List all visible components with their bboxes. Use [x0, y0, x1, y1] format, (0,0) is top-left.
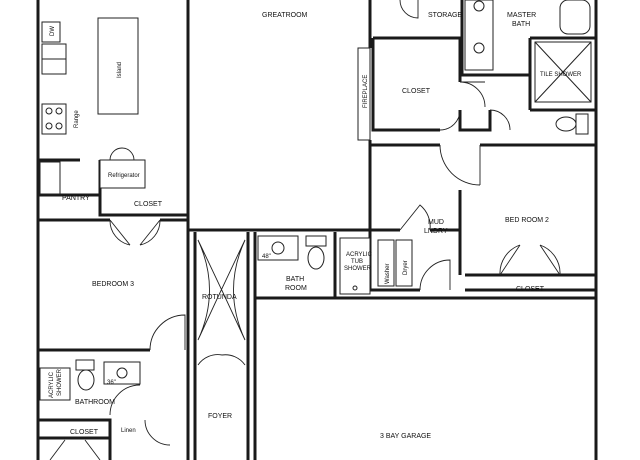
burner [45, 107, 53, 115]
label-greatroom: GREATROOM [262, 12, 308, 19]
bottom-left-walls [38, 418, 112, 460]
master-sink [473, 42, 485, 54]
burner [55, 107, 63, 115]
label-mud-line1: MUD [428, 219, 444, 226]
bath-door [439, 109, 511, 131]
bedroom2-door [439, 144, 481, 186]
label-tub-line1: ACRYLIC [346, 252, 373, 258]
label-tub-line2: TUB [351, 259, 363, 265]
label-acrylic-shower-line1: ACRYLIC [49, 371, 55, 398]
bathroom-toilet-tank [75, 359, 95, 371]
bedroom2-bottom-wall [465, 273, 596, 292]
label-range: Range [74, 110, 80, 128]
label-master-closet: CLOSET [402, 88, 431, 95]
refrigerator [99, 159, 146, 189]
bottom-closet-doors [49, 439, 101, 460]
master-toilet-tank [575, 113, 589, 135]
label-dw: DW [50, 26, 56, 36]
bedroom2-closet-doors [499, 244, 561, 276]
master-toilet [555, 116, 577, 132]
storage-bath-walls [460, 0, 596, 112]
label-48-inch: 48" [262, 254, 271, 260]
label-tub-line3: SHOWER [344, 266, 372, 272]
label-refrigerator: Refrigerator [108, 173, 140, 179]
storage-door [399, 0, 419, 19]
garage-walls [253, 296, 596, 460]
master-closet-door [459, 81, 486, 108]
label-mud-line2: LNDRY [424, 228, 448, 235]
label-pantry: PANTRY [62, 195, 90, 202]
rotunda-walls [193, 232, 250, 460]
burner [45, 122, 53, 130]
master-vanity [464, 0, 494, 71]
label-bedroom-2: BED ROOM 2 [505, 217, 549, 224]
master-bathtub [559, 0, 591, 35]
bedroom3-door [149, 314, 186, 351]
label-garage: 3 BAY GARAGE [380, 433, 431, 440]
kitchen-island [97, 17, 139, 115]
washer [377, 239, 395, 287]
label-tile-shower: TILE SHOWER [540, 72, 582, 78]
label-bedroom2-closet: CLOSET [516, 286, 545, 293]
hall-toilet-tank [305, 235, 327, 247]
bathroom-vanity [103, 361, 141, 385]
label-bath-line1: BATH [286, 276, 304, 283]
label-linen: Linen [121, 428, 136, 434]
bathroom-toilet [77, 369, 95, 391]
label-36-inch: 36" [107, 380, 116, 386]
label-bottom-closet: CLOSET [70, 429, 99, 436]
label-dryer: Dryer [403, 260, 409, 275]
label-washer: Washer [385, 264, 391, 284]
acrylic-tub [339, 237, 371, 295]
hall-toilet [307, 246, 325, 270]
dishwasher [41, 21, 61, 43]
linen-door [144, 419, 171, 446]
label-storage: STORAGE [428, 12, 462, 19]
hall-vanity [257, 235, 299, 261]
bathroom-door [109, 384, 141, 416]
label-foyer: FOYER [208, 413, 232, 420]
acrylic-shower [39, 367, 71, 401]
label-bedroom-3: BEDROOM 3 [92, 281, 134, 288]
bedroom3-walls [38, 218, 190, 460]
shower-drain-lines [534, 41, 592, 103]
fireplace [357, 47, 371, 141]
burner [55, 122, 63, 130]
label-fireplace: FIREPLACE [363, 75, 369, 108]
label-bathroom: BATHROOM [75, 399, 115, 406]
bedroom3-closet-doors [109, 219, 161, 246]
foyer-doors [197, 354, 246, 366]
dryer [395, 239, 413, 287]
mud-door [419, 259, 451, 291]
refrigerator-doors [109, 147, 135, 161]
bathroom-sink [116, 367, 128, 379]
mud-door-top [399, 204, 431, 231]
label-acrylic-shower-line2: SHOWER [57, 368, 63, 396]
range [41, 103, 67, 135]
bathroom-hall-walls [253, 232, 337, 298]
label-bath-line2: ROOM [285, 285, 307, 292]
label-island: Island [117, 62, 123, 78]
label-rotunda: ROTUNDA [202, 294, 237, 301]
pantry-shelf [39, 161, 61, 195]
label-kitchen-closet: CLOSET [134, 201, 163, 208]
master-closet-walls [371, 36, 492, 132]
master-sink [473, 0, 485, 12]
label-master-bath-line1: MASTER [507, 12, 536, 19]
hall-sink [271, 241, 285, 255]
label-master-bath-line2: BATH [512, 21, 530, 28]
tub-drain [352, 285, 358, 291]
rotunda-doors [197, 239, 246, 341]
